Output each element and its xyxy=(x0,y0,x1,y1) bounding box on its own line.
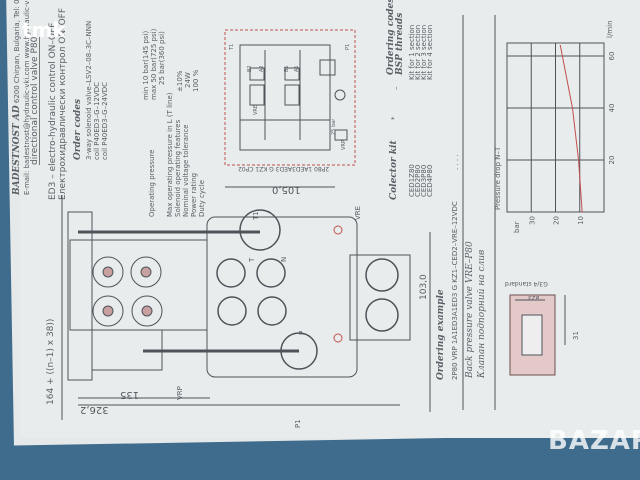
schematic-vrp xyxy=(334,129,348,141)
valve-body xyxy=(206,216,358,378)
chart-point xyxy=(581,211,583,213)
dimension-total: 326,2 xyxy=(80,404,109,415)
chart-x-tick-label: 40 xyxy=(608,104,616,113)
solenoid-coil xyxy=(92,256,124,288)
schematic-filter xyxy=(334,89,346,101)
screw-plug xyxy=(256,258,286,288)
dimension-135: 135 xyxy=(120,389,140,400)
schematic-solenoid-1 xyxy=(284,67,300,81)
outlet-port xyxy=(365,258,399,292)
schematic-valve-2 xyxy=(249,84,265,106)
solenoid-coil xyxy=(130,256,162,288)
pressure-drop-chart: 20 40 60 10 20 30 xyxy=(506,42,616,225)
end-plate xyxy=(67,211,93,381)
port-t xyxy=(239,209,281,251)
chart-x-tick-label: 60 xyxy=(608,52,616,61)
solenoid-coil xyxy=(92,295,124,327)
outlet-port xyxy=(365,298,399,332)
watermark-bazar: BAZAR xyxy=(548,426,640,456)
chart-x-tick-label: 20 xyxy=(608,156,616,165)
outlet-block xyxy=(349,254,411,341)
schematic-border xyxy=(224,29,356,166)
valve-thread: G3/4 standard xyxy=(505,280,548,287)
port-p xyxy=(280,332,318,370)
chart-y-tick-label: 10 xyxy=(577,216,585,225)
chart-point xyxy=(577,159,580,161)
screw-plug xyxy=(217,296,247,326)
schematic-relief-valve xyxy=(319,59,336,76)
schematic-solenoid-2 xyxy=(249,67,265,81)
schematic-circuit xyxy=(239,44,331,151)
watermark-tmk: tmk xyxy=(22,18,66,42)
chart-series-line xyxy=(559,45,583,213)
chart-point xyxy=(559,45,561,47)
chart-y-tick-label: 30 xyxy=(528,216,536,225)
chart-y-tick-label: 20 xyxy=(553,216,561,225)
mounting-hole xyxy=(333,225,343,235)
valve-spring xyxy=(521,314,543,356)
screw-plug xyxy=(257,296,287,326)
schematic-code: 2P80 1AED3AED3 G KZ1 CP02 xyxy=(238,165,330,172)
solenoid-coil xyxy=(131,295,163,327)
chart-point xyxy=(571,107,574,109)
dimension-width: 105,0 xyxy=(272,184,301,195)
screw-plug xyxy=(216,258,246,288)
schematic-valve-1 xyxy=(284,84,300,106)
valve-diameter: ⌀23 xyxy=(528,294,540,301)
mounting-hole xyxy=(333,333,343,343)
